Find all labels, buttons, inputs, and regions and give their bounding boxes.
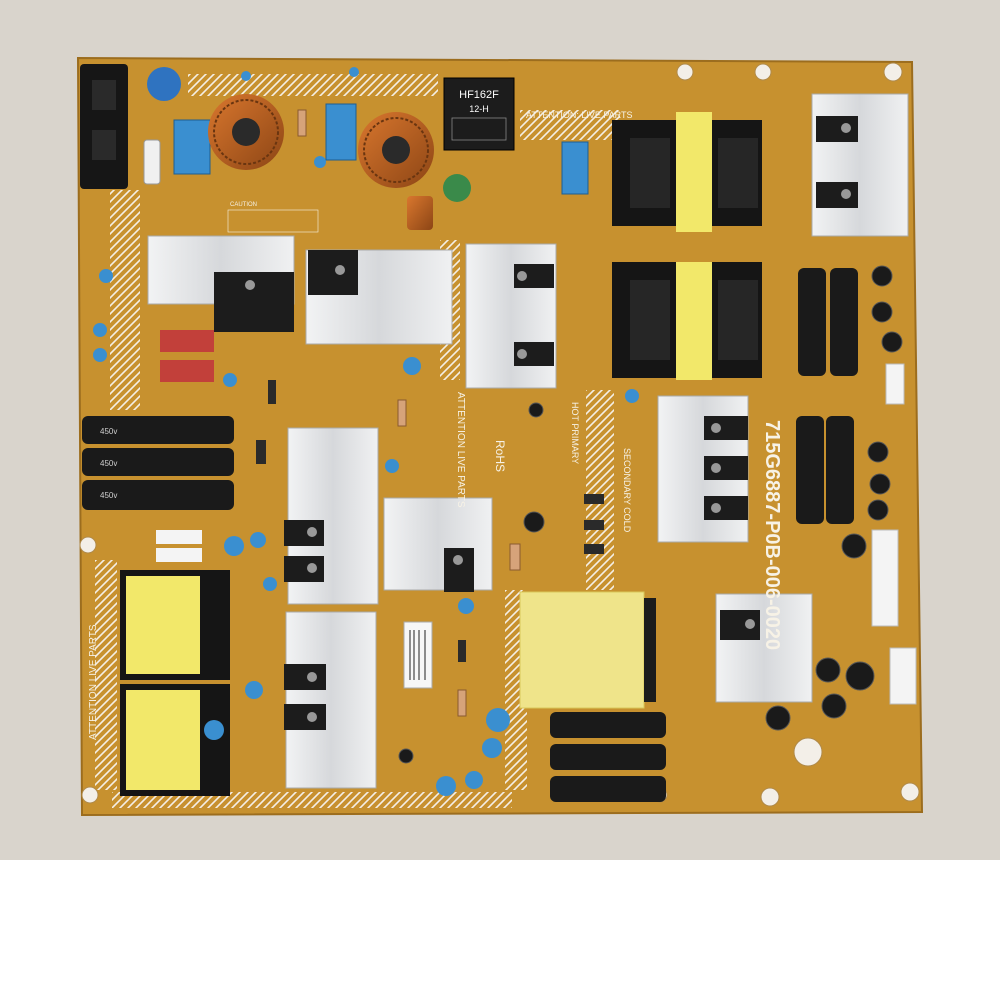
heatsink: [383, 497, 493, 592]
hatch-area: [95, 560, 117, 790]
cement-resistor: [156, 530, 202, 544]
x-capacitor: [325, 103, 357, 161]
capacitor-rating: 450v: [100, 427, 117, 436]
hatch-area: [586, 390, 614, 590]
heatsink: [284, 611, 377, 789]
cement-resistor: [156, 548, 202, 562]
film-capacitor: [561, 141, 589, 195]
attention-live-parts: ATTENTION LIVE PARTS: [88, 624, 99, 740]
heatsink: [657, 395, 749, 543]
hatch-area: [520, 110, 620, 140]
attention-live-parts: ATTENTION LIVE PARTS: [455, 392, 466, 508]
capacitor-rating: 450v: [100, 459, 117, 468]
transformer: [612, 112, 762, 232]
output-capacitor-bank: [550, 712, 666, 802]
transformer: [519, 591, 656, 709]
secondary-cold-label: SECONDARY COLD: [622, 448, 632, 533]
output-capacitor-bank: [796, 268, 858, 524]
common-mode-choke: [358, 112, 434, 188]
transformer: [120, 684, 230, 796]
hot-primary-label: HOT PRIMARY: [570, 402, 580, 464]
diodes: [256, 380, 604, 662]
transformer: [120, 570, 230, 680]
pcb-illustration: HF162F 12-H CAUTION: [76, 56, 924, 817]
inductor: [407, 196, 433, 230]
board-part-number: 715G6887-P0B-006-0020: [761, 420, 783, 650]
capacitor-red: [160, 330, 214, 352]
thermistor: [443, 174, 471, 202]
barcode-label: [403, 621, 433, 689]
heatsink: [811, 93, 909, 237]
white-margin: [0, 860, 1000, 1000]
heatsink: [715, 593, 813, 703]
common-mode-choke: [208, 94, 284, 170]
x-capacitor: [173, 119, 211, 175]
fuse: [143, 139, 161, 185]
output-connector: [885, 363, 905, 405]
resistors: [297, 109, 521, 717]
pcb-photo: HF162F 12-H CAUTION: [0, 0, 1000, 860]
attention-live-parts: ATTENTION: LIVE PARTS: [526, 110, 633, 120]
transformer: [612, 262, 762, 380]
heatsink: [147, 235, 295, 332]
caution-text: CAUTION: [230, 202, 257, 208]
rohs-mark: RoHS: [493, 440, 507, 472]
mounting-holes: [79, 62, 920, 807]
radial-capacitors: [398, 265, 903, 764]
relay-label-1: HF162F: [459, 89, 499, 101]
relay-label-2: 12-H: [469, 104, 489, 114]
varistor: [147, 67, 181, 101]
heatsink: [465, 243, 557, 389]
capacitor-red: [160, 360, 214, 382]
capacitor-rating: 450v: [100, 491, 117, 500]
ceramic-capacitors: [93, 67, 639, 796]
hatch-area: [110, 190, 140, 410]
bulk-capacitor-bank: [82, 416, 234, 510]
relay: [443, 77, 515, 151]
heatsink: [284, 427, 379, 605]
output-connector: [889, 647, 917, 705]
hatch-area: [188, 74, 438, 96]
output-connector: [871, 529, 899, 627]
heatsink: [305, 249, 453, 345]
